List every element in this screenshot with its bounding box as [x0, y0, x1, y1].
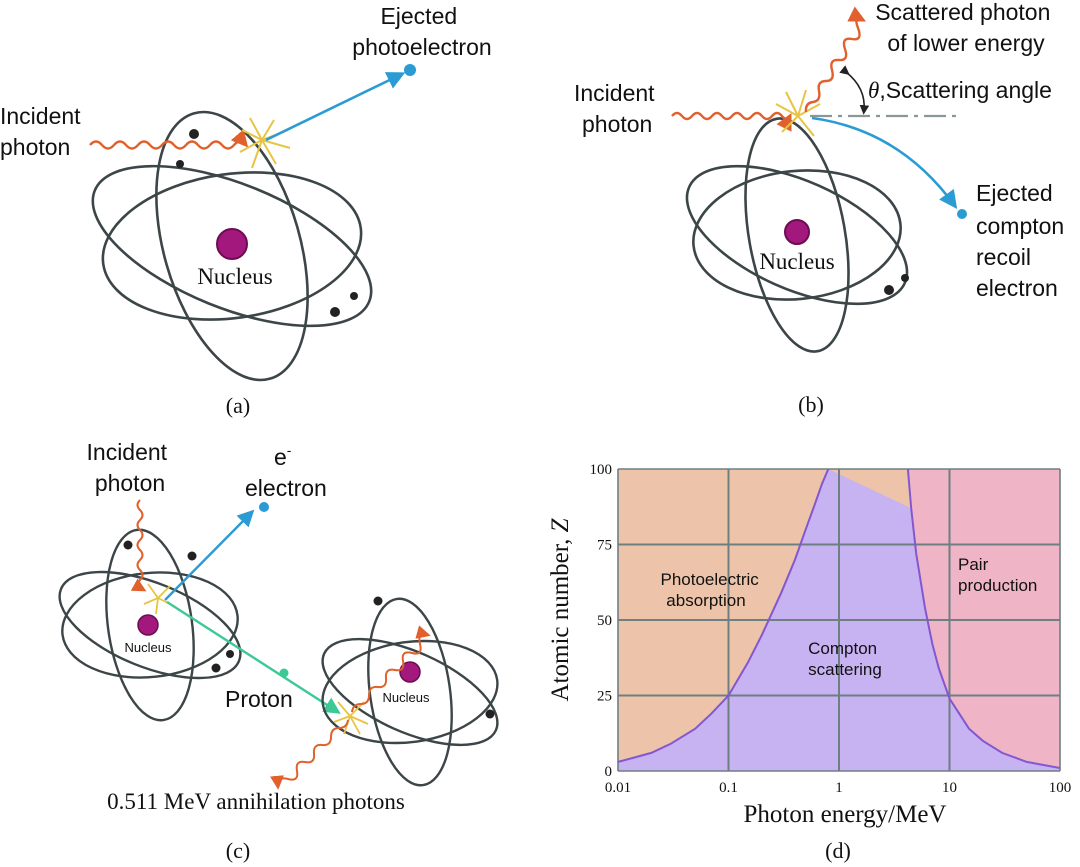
panel-a: Nucleus Incident photon Ejected photoele… [0, 3, 492, 418]
x-tick-label: 0.1 [719, 780, 738, 796]
electron-dot-c-1 [123, 540, 133, 550]
incident-photon-b [671, 111, 792, 132]
nucleus-a [216, 228, 248, 260]
orbit-c-left-2 [58, 570, 242, 680]
orbit-c-left-1 [61, 571, 239, 679]
electron-word-label: electron [245, 475, 327, 501]
electron-dot-a-3 [330, 307, 340, 317]
nucleus-label-a: Nucleus [197, 264, 272, 289]
boundary-photoelectric-compton [618, 469, 830, 763]
incident-photon-c [130, 499, 147, 592]
grid [617, 468, 1061, 772]
recoil-electron-track [811, 116, 958, 209]
orbit-c-right-2 [321, 637, 499, 747]
electron-dot-c-6 [485, 709, 495, 719]
y-tick-label: 50 [597, 613, 612, 629]
x-tick-label: 10 [942, 780, 957, 796]
nucleus-label-c-right: Nucleus [383, 690, 430, 705]
caption-b: (b) [798, 392, 824, 417]
electron-symbol-label: e- [274, 442, 292, 470]
electron-dot-a-1 [189, 129, 199, 139]
panel-d-chart: 0.01 0.1 1 10 100 0 25 50 75 100 Photoelectric ab… [547, 462, 1071, 863]
ejected-photoelectron-label: Ejected photoelectron [352, 3, 491, 60]
photoelectron-track [265, 72, 406, 142]
x-tick-label: 0.01 [605, 780, 631, 796]
interaction-burst-a [239, 117, 291, 169]
compton-electron-label: Ejected compton recoil electron [976, 180, 1071, 301]
orbit-a-2 [91, 164, 373, 328]
nucleus-b [784, 219, 810, 245]
x-tick-label: 100 [1049, 780, 1072, 796]
scattering-angle-label: θ,Scattering angle [868, 77, 1052, 103]
region-label-photoelectric: Photoelectric absorption [660, 570, 763, 610]
y-tick-label: 75 [597, 538, 612, 554]
electron-dot-c-emitted [259, 502, 269, 512]
nucleus-c-left [137, 614, 159, 636]
scattered-photon-label: Scattered photon of lower energy [875, 0, 1057, 56]
y-axis-label: Atomic number, Z [547, 517, 574, 701]
x-axis-label: Photon energy/MeV [744, 801, 947, 828]
electron-dot-c-2 [187, 551, 197, 561]
electron-dot-c-4 [226, 650, 234, 658]
y-tick-label: 0 [605, 764, 613, 780]
nucleus-c-right [399, 661, 421, 683]
electron-dot-b-2 [901, 274, 909, 282]
region-label-compton: Compton scattering [808, 639, 882, 679]
region-label-pair: Pair production [958, 555, 1037, 595]
nucleus-label-b: Nucleus [759, 249, 834, 274]
orbit-c-right-1 [321, 639, 499, 745]
boundary-compton-pair [906, 469, 1060, 769]
y-tick-label: 25 [597, 689, 612, 705]
incident-photon-label-b: Incident photon [574, 80, 661, 137]
atom-c-right [321, 597, 499, 787]
x-tick-label: 1 [835, 780, 843, 796]
electron-track-c [164, 509, 255, 601]
electron-dot-c-3 [211, 663, 221, 673]
caption-c: (c) [226, 838, 250, 863]
caption-a: (a) [226, 393, 250, 418]
electron-dot-a-2 [176, 160, 184, 168]
annihilation-photon-up [351, 625, 431, 713]
incident-photon-a [89, 129, 249, 150]
panel-c: Nucleus Nucleus Incident photon [58, 439, 499, 863]
electron-dot-c-5 [373, 596, 383, 606]
tick-labels: 0.01 0.1 1 10 100 0 25 50 75 100 [590, 462, 1072, 796]
panel-b: Nucleus Incident photon Scattered photon… [574, 0, 1071, 417]
orbit-c-right-3 [367, 597, 453, 787]
orbit-a-3 [155, 110, 309, 382]
electron-dot-a-4 [350, 292, 358, 300]
orbit-a-1 [101, 171, 363, 321]
orbit-b-2 [685, 164, 909, 306]
atom-a [91, 110, 373, 382]
orbit-b-1 [692, 169, 902, 301]
recoil-electron-dot [957, 209, 967, 219]
electron-dot-b-1 [884, 285, 894, 295]
caption-d: (d) [825, 838, 851, 863]
incident-photon-label-c: Incident photon [87, 439, 174, 496]
scattered-photon [804, 6, 867, 113]
angle-arc [839, 65, 870, 115]
incident-photon-label-a: Incident photon [0, 103, 87, 160]
photoelectron-dot [404, 64, 416, 76]
y-tick-label: 100 [590, 462, 613, 478]
proton-label: Proton [225, 686, 293, 712]
annihilation-photon-down [270, 719, 349, 790]
proton-dot [279, 668, 289, 678]
interaction-burst-b [775, 89, 821, 137]
proton-track [166, 600, 341, 714]
nucleus-label-c-left: Nucleus [125, 640, 172, 655]
annihilation-label: 0.511 MeV annihilation photons [107, 789, 405, 814]
